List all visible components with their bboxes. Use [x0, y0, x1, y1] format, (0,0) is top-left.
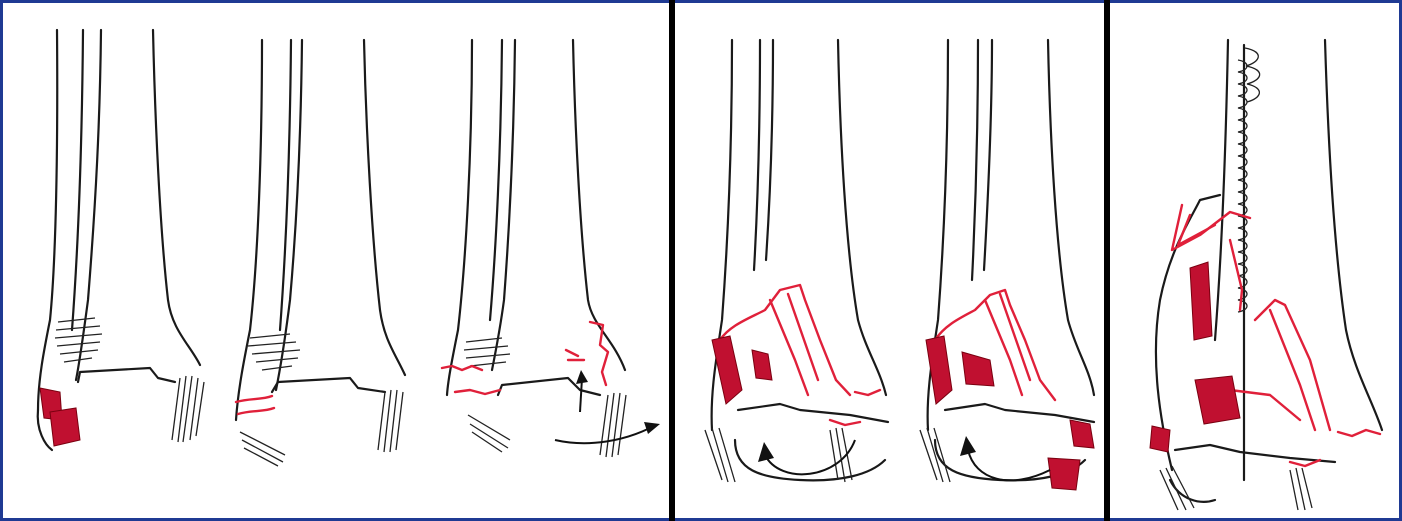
- panel-divider-2: [1104, 0, 1110, 521]
- panel-divider-1: [669, 0, 675, 521]
